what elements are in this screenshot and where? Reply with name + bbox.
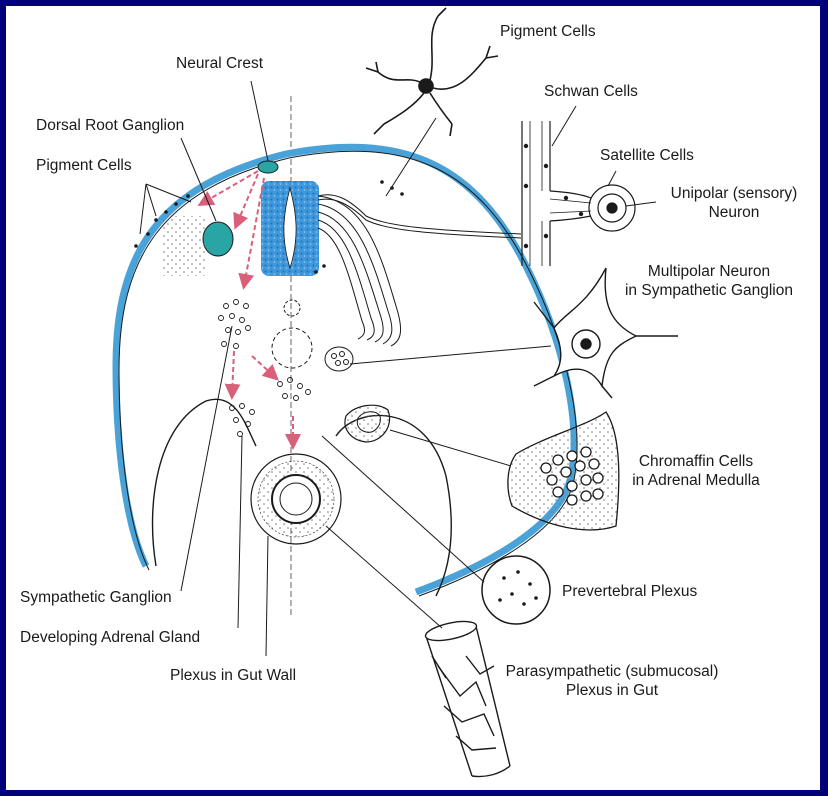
label-multipolar-line1: Multipolar Neuron bbox=[600, 262, 818, 281]
leader-sympathetic-ganglion bbox=[181, 326, 232, 591]
diagram-frame: Neural Crest Dorsal Root Ganglion Pigmen… bbox=[6, 6, 820, 790]
schwan-satellite-drawing bbox=[522, 121, 635, 266]
label-neural-crest: Neural Crest bbox=[176, 54, 263, 73]
neural-crest-shape bbox=[258, 161, 278, 173]
label-sympathetic-ganglion: Sympathetic Ganglion bbox=[20, 588, 172, 607]
label-unipolar-line2: Neuron bbox=[652, 203, 816, 222]
leader-prevertebral bbox=[322, 436, 484, 582]
leader-parasympathetic bbox=[326, 526, 442, 628]
label-multipolar-line2: in Sympathetic Ganglion bbox=[600, 281, 818, 300]
leader-chromaffin bbox=[390, 430, 511, 466]
leader-gut-wall bbox=[266, 536, 268, 656]
adrenal-gland-shape bbox=[345, 405, 390, 442]
leader-schwan bbox=[552, 106, 576, 146]
leader-satellite bbox=[608, 171, 616, 186]
label-parasympathetic-plexus: Parasympathetic (submucosal) Plexus in G… bbox=[492, 662, 732, 700]
label-pigment-cells-left: Pigment Cells bbox=[36, 156, 132, 175]
label-plexus-in-gut-wall: Plexus in Gut Wall bbox=[170, 666, 296, 685]
vertebra-outline-small bbox=[284, 300, 300, 316]
label-schwan-cells: Schwan Cells bbox=[544, 82, 638, 101]
prevertebral-plexus-drawing bbox=[482, 556, 550, 624]
vertebra-outline bbox=[272, 328, 312, 368]
label-parasympathetic-line2: Plexus in Gut bbox=[492, 681, 732, 700]
leader-pigment-left-c bbox=[140, 184, 146, 234]
leader-pigment-left-a bbox=[146, 184, 156, 216]
label-prevertebral-plexus: Prevertebral Plexus bbox=[562, 582, 697, 601]
dermis-stipple bbox=[161, 216, 206, 276]
nerve-bundle bbox=[318, 195, 521, 346]
label-dorsal-root-ganglion: Dorsal Root Ganglion bbox=[36, 116, 184, 135]
leader-neural-crest bbox=[251, 81, 268, 161]
label-developing-adrenal-gland: Developing Adrenal Gland bbox=[20, 628, 200, 647]
leader-multipolar bbox=[350, 346, 551, 364]
chromaffin-drawing bbox=[508, 412, 619, 530]
label-chromaffin-line1: Chromaffin Cells bbox=[606, 452, 786, 471]
label-satellite-cells: Satellite Cells bbox=[600, 146, 694, 165]
label-unipolar-line1: Unipolar (sensory) bbox=[652, 184, 816, 203]
pigment-cell-drawing bbox=[366, 8, 498, 136]
dorsal-root-ganglion-shape bbox=[203, 222, 233, 256]
label-chromaffin-line2: in Adrenal Medulla bbox=[606, 471, 786, 490]
leader-pigment-top bbox=[386, 118, 436, 196]
leader-adrenal bbox=[238, 436, 242, 628]
label-pigment-cells-top: Pigment Cells bbox=[500, 22, 596, 41]
cell-cluster-ganglion bbox=[325, 347, 353, 371]
label-multipolar-neuron: Multipolar Neuron in Sympathetic Ganglio… bbox=[600, 262, 818, 300]
leader-pigment-left-b bbox=[146, 184, 191, 202]
label-chromaffin-cells: Chromaffin Cells in Adrenal Medulla bbox=[606, 452, 786, 490]
label-unipolar-neuron: Unipolar (sensory) Neuron bbox=[652, 184, 816, 222]
label-parasympathetic-line1: Parasympathetic (submucosal) bbox=[492, 662, 732, 681]
gut-lumen bbox=[280, 483, 312, 515]
